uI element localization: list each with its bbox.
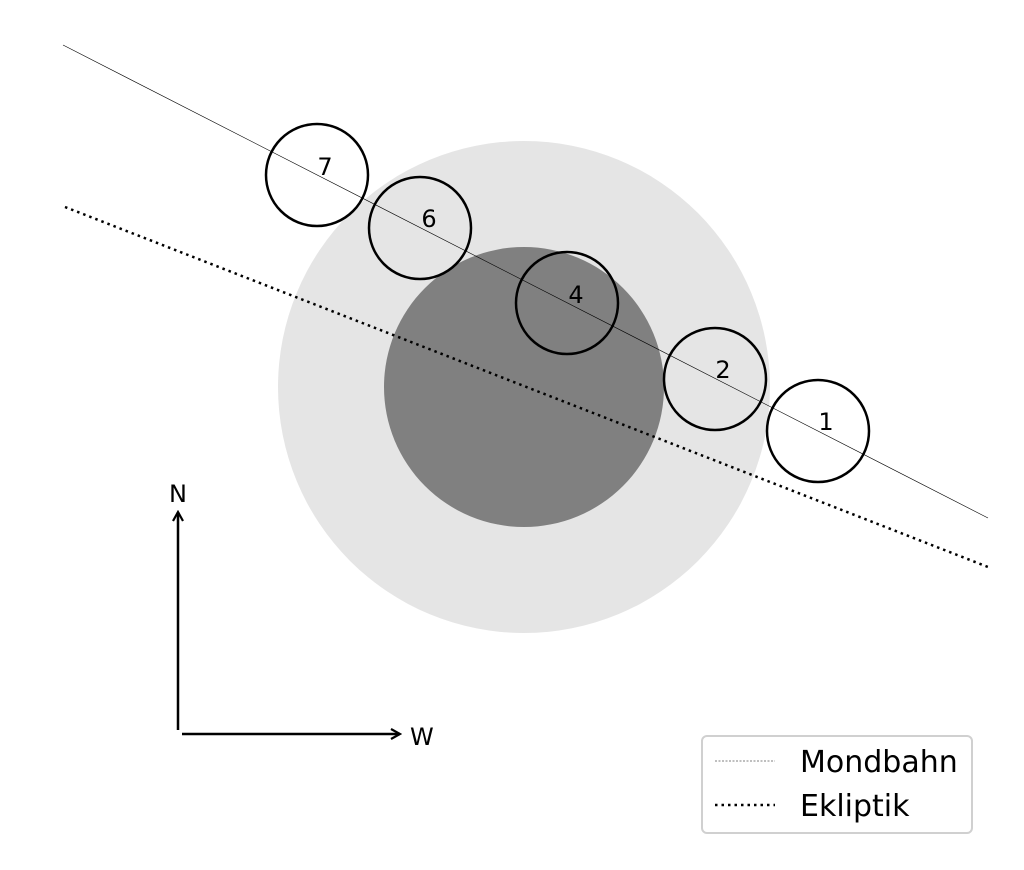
- legend-ecliptic-label: Ekliptik: [800, 789, 910, 824]
- moon-position-4: 4: [514, 250, 620, 356]
- north-label: N: [169, 480, 187, 508]
- legend: Mondbahn Ekliptik: [701, 735, 973, 834]
- legend-orbit-label: Mondbahn: [800, 745, 958, 780]
- west-label: W: [410, 723, 434, 751]
- orbit-line: [62, 44, 989, 519]
- moon-position-2-label: 2: [715, 356, 730, 384]
- moon-position-4-label: 4: [568, 281, 583, 309]
- moon-position-7: 7: [264, 122, 370, 228]
- moon-position-1: 1: [765, 378, 871, 484]
- moon-position-2: 2: [662, 326, 768, 432]
- compass: N W: [169, 480, 434, 751]
- ecliptic-line: [64, 205, 989, 569]
- moon-position-6-label: 6: [421, 205, 436, 233]
- legend-box: [701, 735, 973, 834]
- moon-position-7-label: 7: [317, 153, 332, 181]
- moon-position-1-label: 1: [818, 408, 833, 436]
- moon-position-6: 6: [367, 175, 473, 281]
- umbra-shadow: [384, 247, 664, 527]
